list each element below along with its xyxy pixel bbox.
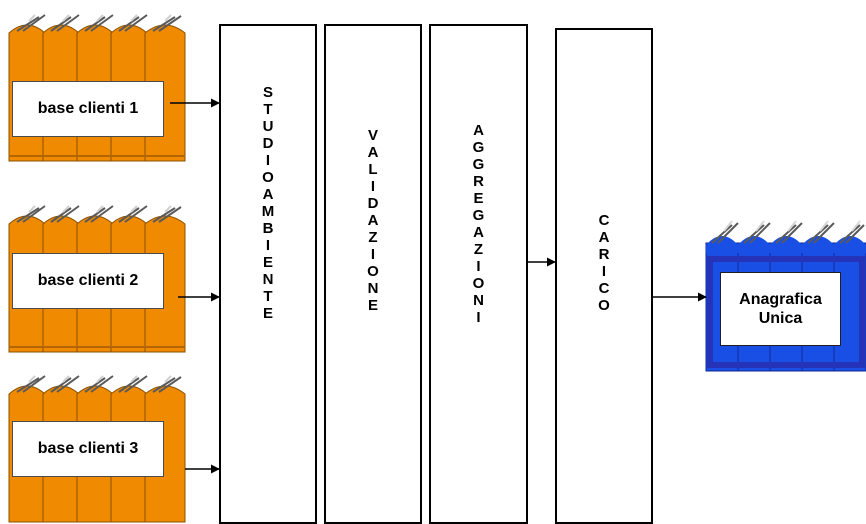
stage-letter: T [263, 288, 273, 305]
stage-letter: I [370, 178, 376, 195]
stage-letter: V [367, 127, 378, 144]
stage-letter: R [598, 246, 610, 263]
stage-letter: A [473, 122, 484, 139]
stage-letter: G [472, 139, 485, 156]
stage-letter: E [262, 254, 273, 271]
destination-label: Anagrafica Unica [720, 272, 841, 346]
stage-letter: E [262, 305, 273, 322]
stage-letter: C [598, 212, 610, 229]
stage-letter: I [476, 258, 481, 275]
stage-letter: D [367, 195, 379, 212]
stage-letter: I [370, 246, 376, 263]
stage-letter: E [367, 297, 378, 314]
stage-letter: I [476, 309, 481, 326]
stage-letter: O [367, 263, 379, 280]
stage-letter: I [265, 152, 271, 169]
stage-letter: D [262, 135, 274, 152]
destination-label-line2: Unica [758, 310, 803, 327]
source-label-3: base clienti 3 [12, 421, 164, 477]
stage-letter: T [263, 101, 273, 118]
stage-letter: Z [368, 229, 378, 246]
stage-letter: A [367, 144, 379, 161]
stage-letter: B [262, 220, 274, 237]
stage-letter: S [262, 84, 273, 101]
stage-letter: I [265, 237, 271, 254]
stage-letter: A [598, 229, 610, 246]
stage-letter: I [601, 263, 607, 280]
stage-letter: L [368, 161, 378, 178]
destination-label-line1: Anagrafica [739, 291, 822, 308]
stage-letter: G [472, 207, 485, 224]
stage-letter: N [473, 292, 484, 309]
source-label-2: base clienti 2 [12, 253, 164, 309]
stage-letter: G [472, 156, 485, 173]
stage-letter: O [262, 169, 274, 186]
stage-letter: Z [473, 241, 484, 258]
stage-letter: M [261, 203, 275, 220]
stage-letter: R [473, 173, 484, 190]
stage-letter: A [473, 224, 484, 241]
stage-letter: U [262, 118, 274, 135]
stage-letter: A [367, 212, 379, 229]
source-label-1: base clienti 1 [12, 81, 164, 137]
stage-letter: O [472, 275, 485, 292]
stage-letter: N [262, 271, 274, 288]
stage-letter: E [473, 190, 484, 207]
stage-letter: A [262, 186, 274, 203]
stage-letter: C [598, 280, 610, 297]
stage-letter: N [367, 280, 379, 297]
stage-letter: O [598, 297, 610, 314]
